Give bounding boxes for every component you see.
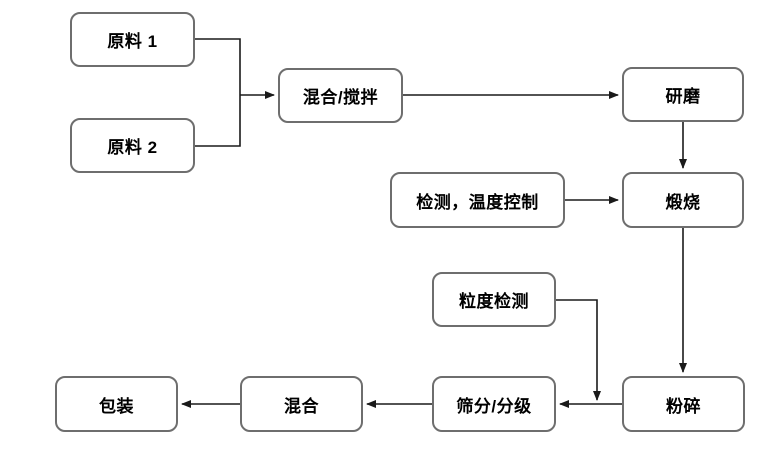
node-mixing: 混合	[240, 376, 363, 432]
node-sieving-grading: 筛分/分级	[432, 376, 556, 432]
node-raw-material-1: 原料 1	[70, 12, 195, 67]
node-packaging: 包装	[55, 376, 178, 432]
node-grinding: 研磨	[622, 67, 744, 122]
node-mixing-stirring: 混合/搅拌	[278, 68, 403, 123]
edge-particle-to-junction	[556, 299, 601, 401]
node-calcination: 煅烧	[622, 172, 744, 228]
node-temp-control: 检测，温度控制	[390, 172, 565, 228]
node-raw-material-2: 原料 2	[70, 118, 195, 173]
node-crushing: 粉碎	[622, 376, 745, 432]
edge-raw1-raw2-merge	[195, 38, 241, 147]
node-particle-testing: 粒度检测	[432, 272, 556, 327]
